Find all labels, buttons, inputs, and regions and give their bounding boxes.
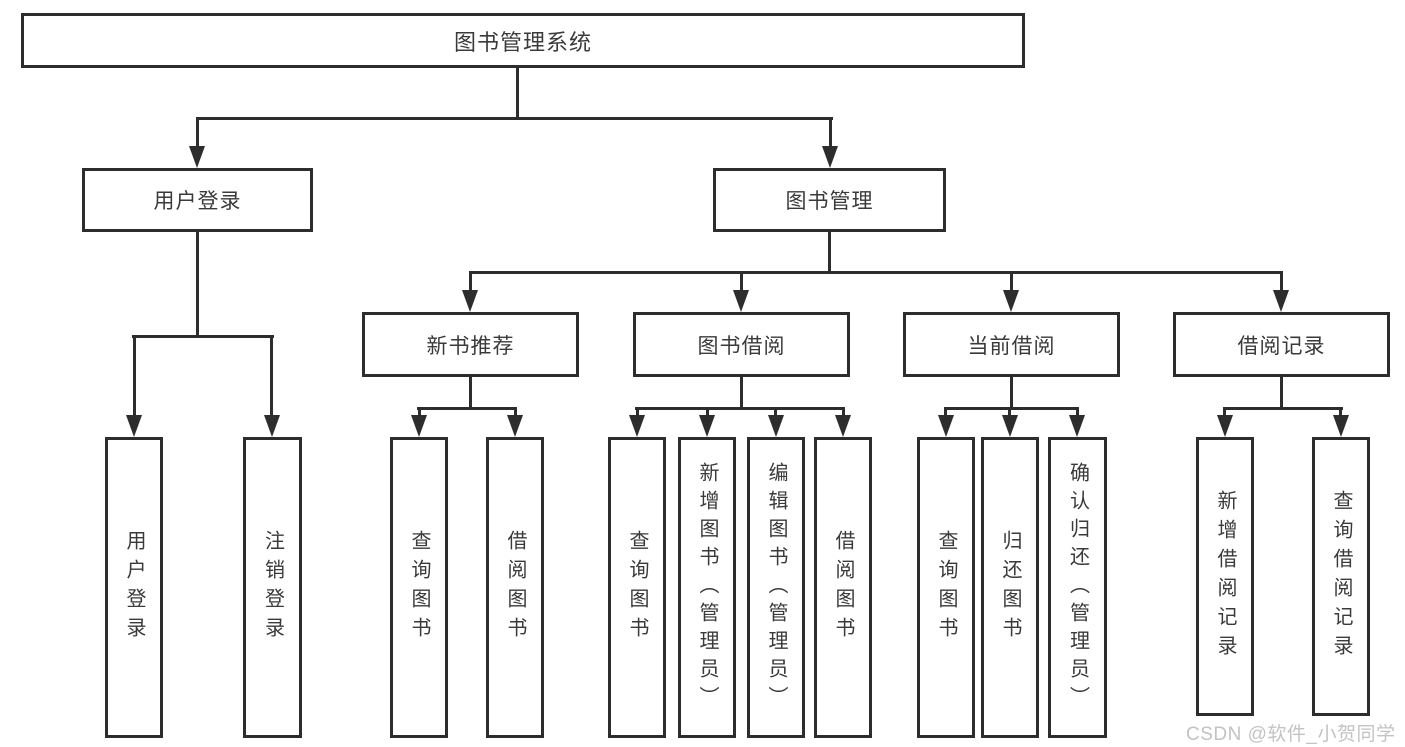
connector-line xyxy=(1280,274,1283,291)
arrow-down xyxy=(835,415,851,437)
connector-line xyxy=(514,410,517,417)
arrow-down xyxy=(264,415,280,437)
node-current-borrowing: 当前借阅 xyxy=(903,312,1120,377)
connector-line xyxy=(469,274,472,291)
node-borrow-records: 借阅记录 xyxy=(1173,312,1390,377)
arrow-down xyxy=(1217,415,1233,437)
connector-line xyxy=(636,410,639,417)
leaf-add-borrow-record: 新增借阅记录 xyxy=(1196,437,1254,716)
arrow-down xyxy=(1333,415,1349,437)
connector-line xyxy=(706,410,709,417)
connector-line xyxy=(774,410,777,417)
arrow-down xyxy=(1002,415,1018,437)
connector-line xyxy=(516,68,519,118)
arrow-down xyxy=(462,290,478,312)
connector-line xyxy=(1076,410,1079,417)
connector-line xyxy=(635,407,845,410)
leaf-return-book: 归还图书 xyxy=(981,437,1039,738)
leaf-borrow-books-borrowing: 借阅图书 xyxy=(814,437,872,738)
arrow-down xyxy=(822,146,838,168)
leaf-query-books-current: 查询图书 xyxy=(917,437,975,738)
connector-line xyxy=(842,410,845,417)
arrow-down xyxy=(189,146,205,168)
connector-line xyxy=(417,407,517,410)
leaf-borrow-books-recommend: 借阅图书 xyxy=(486,437,544,738)
connector-line xyxy=(740,377,743,408)
arrow-down xyxy=(411,415,427,437)
node-book-borrowing: 图书借阅 xyxy=(633,312,850,377)
connector-line xyxy=(1010,377,1013,408)
node-book-management: 图书管理 xyxy=(713,168,946,232)
arrow-down xyxy=(629,415,645,437)
connector-line xyxy=(196,232,199,336)
connector-line xyxy=(469,271,1283,274)
connector-line xyxy=(1008,410,1011,417)
leaf-edit-book-admin: 编辑图书（管理员） xyxy=(747,437,805,738)
arrow-down xyxy=(1273,290,1289,312)
connector-line xyxy=(196,120,199,147)
connector-line xyxy=(944,407,1079,410)
arrow-down xyxy=(1003,290,1019,312)
arrow-down xyxy=(1069,415,1085,437)
arrow-down xyxy=(733,290,749,312)
connector-line xyxy=(1223,407,1343,410)
leaf-query-books-borrowing: 查询图书 xyxy=(608,437,666,738)
leaf-user-login: 用户登录 xyxy=(105,437,163,738)
leaf-query-books-recommend: 查询图书 xyxy=(390,437,448,738)
node-new-book-recommend: 新书推荐 xyxy=(362,312,579,377)
arrow-down xyxy=(938,415,954,437)
connector-line xyxy=(829,120,832,147)
connector-line xyxy=(132,335,274,338)
connector-line xyxy=(469,377,472,408)
leaf-confirm-return-admin: 确认归还（管理员） xyxy=(1048,437,1107,738)
leaf-logout: 注销登录 xyxy=(243,437,302,738)
leaf-query-borrow-record: 查询借阅记录 xyxy=(1312,437,1370,716)
arrow-down xyxy=(768,415,784,437)
arrow-down xyxy=(699,415,715,437)
connector-line xyxy=(418,410,421,417)
connector-line xyxy=(944,410,947,417)
arrow-down xyxy=(507,415,523,437)
connector-line xyxy=(828,232,831,274)
node-library-system: 图书管理系统 xyxy=(21,13,1025,68)
connector-line xyxy=(196,117,833,120)
connector-line xyxy=(1280,377,1283,408)
connector-line xyxy=(1010,274,1013,291)
connector-line xyxy=(1223,410,1226,417)
arrow-down xyxy=(126,415,142,437)
connector-line xyxy=(740,274,743,291)
connector-line xyxy=(133,338,136,415)
connector-line xyxy=(1339,410,1342,417)
watermark: CSDN @软件_小贺同学 xyxy=(1186,724,1396,745)
node-user-login: 用户登录 xyxy=(82,168,313,232)
connector-line xyxy=(270,338,273,415)
leaf-add-book-admin: 新增图书（管理员） xyxy=(678,437,736,738)
